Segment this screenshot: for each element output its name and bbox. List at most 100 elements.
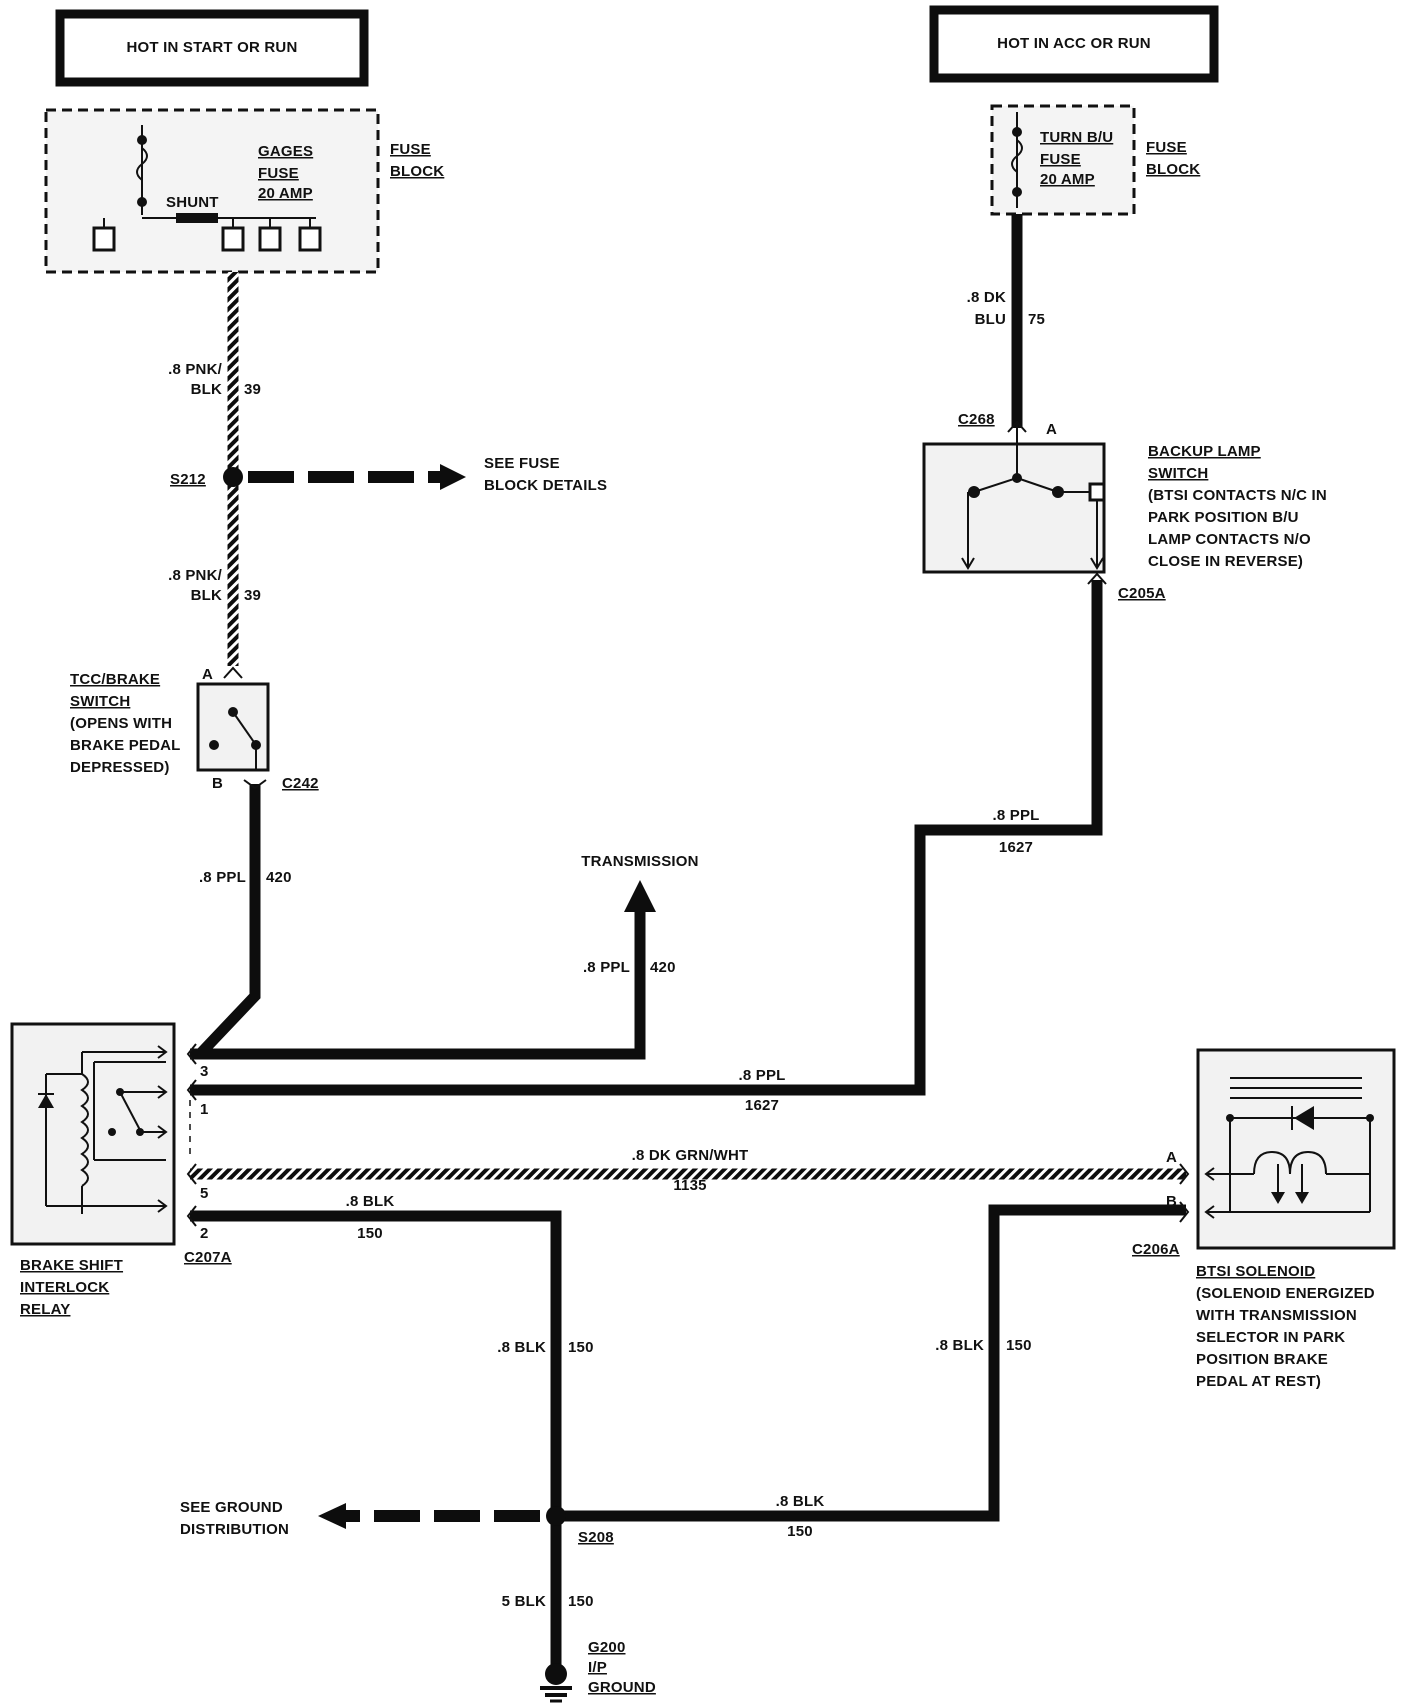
ground-label-1: G200	[588, 1639, 626, 1656]
splice-s212	[223, 464, 466, 490]
relay-pin-3: 3	[200, 1063, 209, 1080]
solenoid-name: BTSI SOLENOID	[1196, 1263, 1315, 1280]
fuse-block-left: SHUNT GAGES FUSE 20 AMP	[44, 108, 380, 274]
see-fuse-block-label-1: SEE FUSE	[484, 455, 560, 472]
relay-coil-icon	[80, 1073, 89, 1187]
backup-switch-desc-4: CLOSE IN REVERSE)	[1148, 553, 1303, 570]
transmission-label: TRANSMISSION	[581, 853, 698, 870]
turn-bu-fuse-name-3: 20 AMP	[1040, 171, 1095, 188]
wire-1627-vert-circuit: 1627	[999, 839, 1033, 856]
ground-label-2: I/P	[588, 1659, 607, 1676]
hot-acc-run-label: HOT IN ACC OR RUN	[997, 35, 1151, 52]
ground-label-3: GROUND	[588, 1679, 656, 1696]
wire-150-ground-circuit: 150	[568, 1593, 594, 1610]
tcc-switch-desc-1: (OPENS WITH	[70, 715, 172, 732]
shunt-bar	[176, 213, 218, 223]
wire-75-color-2: BLU	[975, 311, 1006, 328]
wire-ppl-420-switch	[196, 784, 261, 1058]
wire-39-lower-circuit: 39	[244, 587, 261, 604]
s212-label: S212	[170, 471, 206, 488]
wire-150-relay-circuit: 150	[357, 1225, 383, 1242]
wire-150-left-color: .8 BLK	[497, 1339, 546, 1356]
solenoid-diode-icon	[1294, 1106, 1314, 1130]
s208-label: S208	[578, 1529, 614, 1546]
relay-name-2: INTERLOCK	[20, 1279, 109, 1296]
wire-420-switch-circuit: 420	[266, 869, 292, 886]
turn-bu-fuse-name-2: FUSE	[1040, 151, 1081, 168]
see-ground-label-1: SEE GROUND	[180, 1499, 283, 1516]
relay-pin-2: 2	[200, 1225, 209, 1242]
relay-diode-icon	[38, 1094, 54, 1108]
fuse-block-right-label-2: BLOCK	[1146, 161, 1200, 178]
wire-150-left-circuit: 150	[568, 1339, 594, 1356]
gages-fuse-name-1: GAGES	[258, 143, 313, 160]
wire-1627-relay-circuit: 1627	[745, 1097, 779, 1114]
solenoid-desc-5: PEDAL AT REST)	[1196, 1373, 1321, 1390]
wire-75-circuit: 75	[1028, 311, 1045, 328]
fuse-terminal-2	[221, 226, 245, 252]
gages-fuse-name-2: FUSE	[258, 165, 299, 182]
solenoid-pin-b: B	[1166, 1193, 1177, 1210]
gages-fuse-name-3: 20 AMP	[258, 185, 313, 202]
tcc-pin-b-label: B	[212, 775, 223, 792]
wire-75-color-1: .8 DK	[967, 289, 1006, 306]
fuse-block-right-label-1: FUSE	[1146, 139, 1187, 156]
see-fuse-block-arrow-icon	[440, 464, 466, 490]
c207a-label: C207A	[184, 1249, 232, 1266]
see-ground-arrow-icon	[318, 1503, 346, 1529]
gages-fuse-icon	[136, 147, 148, 181]
wire-150-relay-color: .8 BLK	[346, 1193, 395, 1210]
solenoid-desc-3: SELECTOR IN PARK	[1196, 1329, 1345, 1346]
brake-shift-interlock-relay	[10, 1022, 197, 1246]
see-fuse-block-label-2: BLOCK DETAILS	[484, 477, 607, 494]
tcc-brake-switch	[196, 666, 270, 790]
fuse-block-right: TURN B/U FUSE 20 AMP	[990, 104, 1136, 216]
see-ground-label-2: DISTRIBUTION	[180, 1521, 289, 1538]
shunt-label: SHUNT	[166, 194, 219, 211]
fuse-terminal-3	[258, 226, 282, 252]
fuse-block-left-label-1: FUSE	[390, 141, 431, 158]
wire-420-trans-color: .8 PPL	[583, 959, 630, 976]
solenoid-coil-icon	[1253, 1150, 1327, 1175]
backup-switch-name-2: SWITCH	[1148, 465, 1208, 482]
solenoid-desc-2: WITH TRANSMISSION	[1196, 1307, 1357, 1324]
wire-39-upper-color-1: .8 PNK/	[168, 361, 223, 378]
solenoid-pin-a: A	[1166, 1149, 1177, 1166]
wire-150-right-circuit: 150	[1006, 1337, 1032, 1354]
fuse-terminal-1	[92, 226, 116, 252]
backup-switch-desc-1: (BTSI CONTACTS N/C IN	[1148, 487, 1327, 504]
wire-1135-circuit: 1135	[673, 1177, 706, 1194]
wire-150-bottom-circuit: 150	[787, 1523, 813, 1540]
tcc-pin-a-label: A	[202, 666, 213, 683]
wire-blk-150-solenoid	[556, 1204, 1186, 1522]
c205a-label: C205A	[1118, 585, 1166, 602]
wire-ppl-420-transmission	[190, 910, 646, 1060]
wire-150-bottom-color: .8 BLK	[776, 1493, 825, 1510]
solenoid-desc-4: POSITION BRAKE	[1196, 1351, 1328, 1368]
splice-s208	[318, 1503, 566, 1529]
fuse-terminal-4	[298, 226, 322, 252]
relay-name-1: BRAKE SHIFT	[20, 1257, 123, 1274]
hot-start-run-label: HOT IN START OR RUN	[126, 39, 297, 56]
backup-switch-desc-2: PARK POSITION B/U	[1148, 509, 1299, 526]
solenoid-desc-1: (SOLENOID ENERGIZED	[1196, 1285, 1375, 1302]
backup-switch-name-1: BACKUP LAMP	[1148, 443, 1261, 460]
c242-label: C242	[282, 775, 319, 792]
wire-420-switch-color: .8 PPL	[199, 869, 246, 886]
wire-420-trans-circuit: 420	[650, 959, 676, 976]
backup-switch-desc-3: LAMP CONTACTS N/O	[1148, 531, 1311, 548]
wire-1627-relay-color: .8 PPL	[738, 1067, 785, 1084]
wire-39-upper-circuit: 39	[244, 381, 261, 398]
wire-150-ground-color: 5 BLK	[502, 1593, 546, 1610]
relay-name-3: RELAY	[20, 1301, 70, 1318]
tcc-switch-desc-3: DEPRESSED)	[70, 759, 170, 776]
wire-39-upper-color-2: BLK	[191, 381, 222, 398]
wire-39-lower-color-2: BLK	[191, 587, 222, 604]
wire-1627-vert-color: .8 PPL	[992, 807, 1039, 824]
relay-pin-1: 1	[200, 1101, 209, 1118]
transmission-arrow-icon	[624, 880, 656, 912]
wire-39-lower-color-1: .8 PNK/	[168, 567, 223, 584]
wire-ppl-1627	[190, 580, 1103, 1096]
ground-g200-icon	[540, 1663, 572, 1703]
